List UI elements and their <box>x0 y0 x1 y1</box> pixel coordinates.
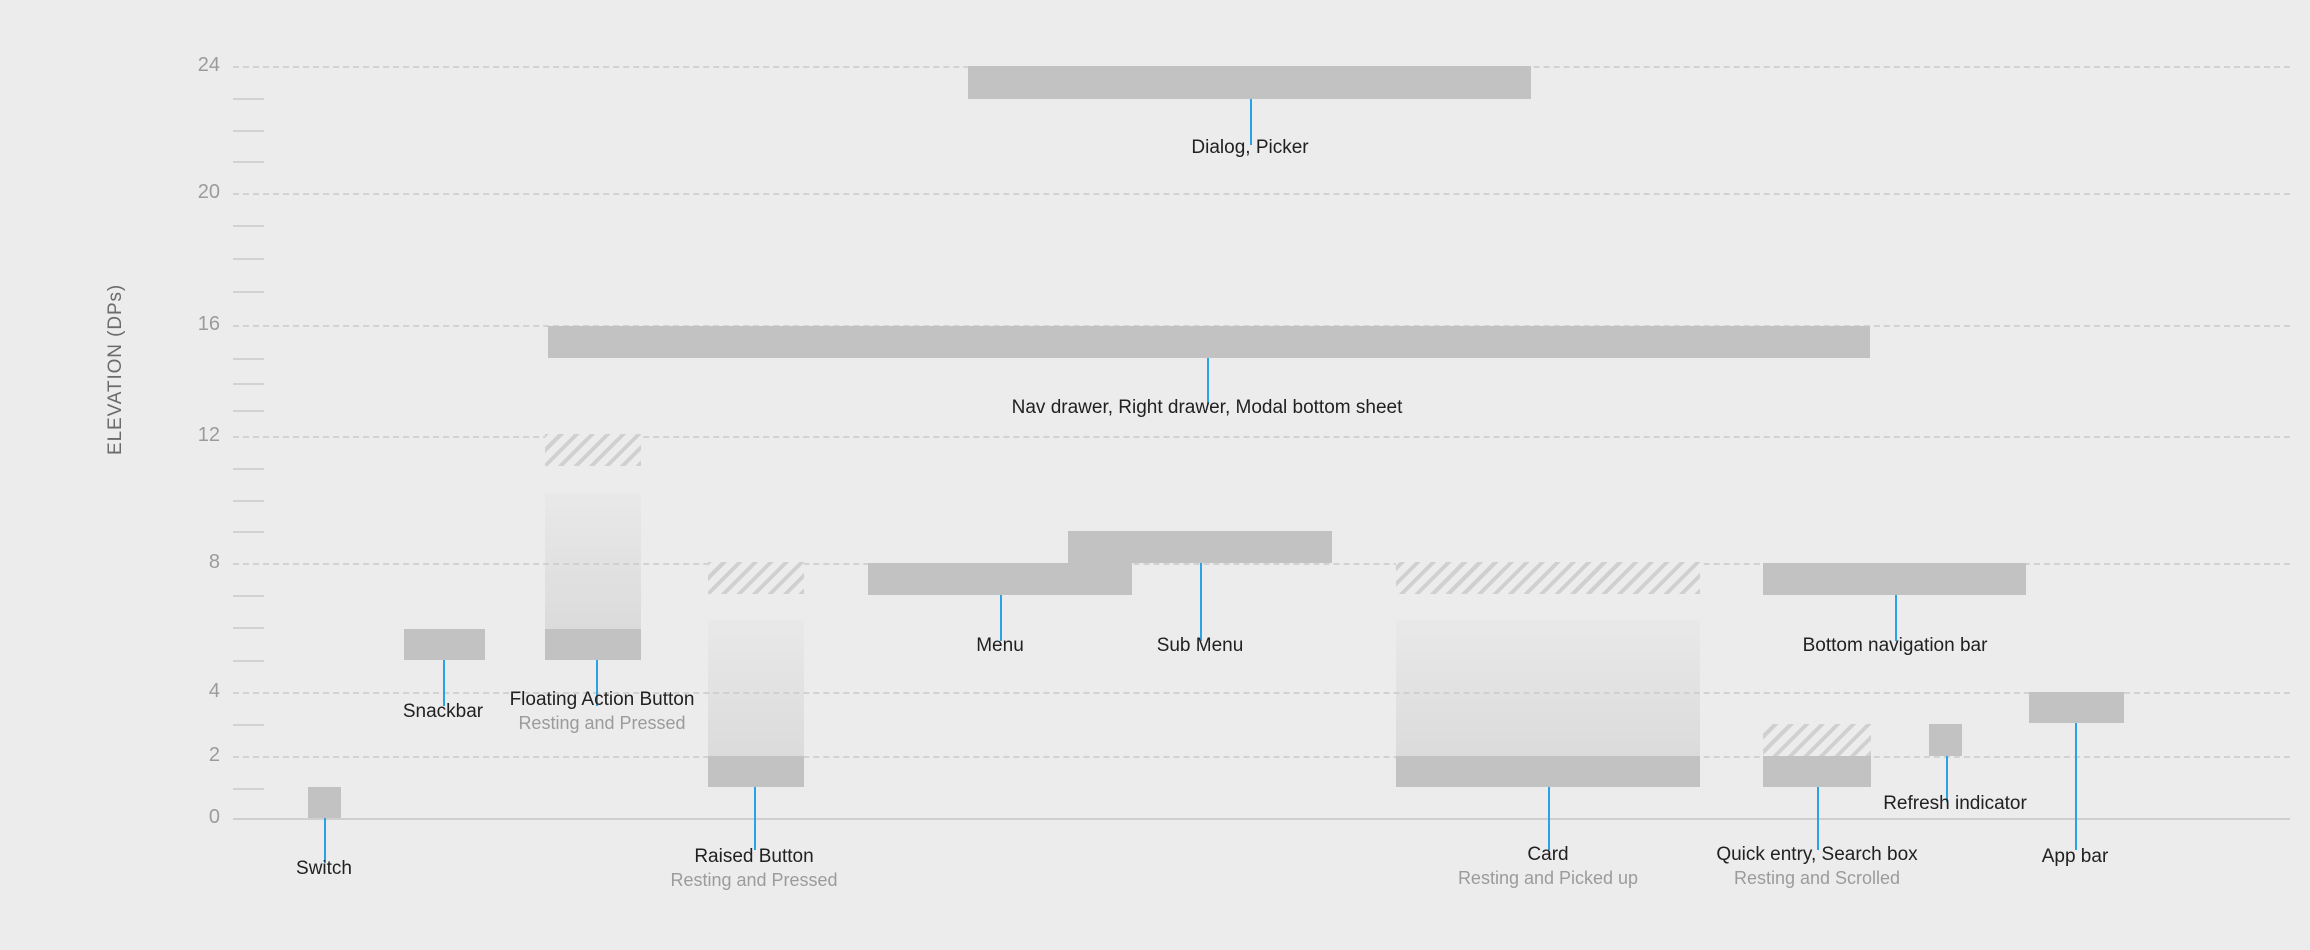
y-tick-label-0: 0 <box>208 806 220 828</box>
bar-quick-entry-resting[interactable] <box>1763 756 1871 787</box>
leader-snackbar <box>443 660 445 706</box>
leader-app-bar <box>2075 723 2077 850</box>
bar-dialog-picker[interactable] <box>968 66 1531 99</box>
tick-minor-3 <box>233 724 264 726</box>
annotation-refresh-indicator: Refresh indicator <box>1883 792 2027 816</box>
annotation-bottom-navigation-title: Bottom navigation bar <box>1802 635 1988 656</box>
annotation-quick-entry-sub: Resting and Scrolled <box>1733 868 1901 888</box>
bar-fab-pressed[interactable] <box>545 434 641 466</box>
y-axis-title: ELEVATION (DPs) <box>105 283 126 455</box>
annotation-snackbar: Snackbar <box>403 700 483 724</box>
tick-minor-10 <box>233 500 264 502</box>
tick-minor-1 <box>233 788 264 790</box>
bar-fab-resting[interactable] <box>545 629 641 660</box>
annotation-dialog-picker: Dialog, Picker <box>1191 136 1308 160</box>
annotation-quick-entry: Quick entry, Search box Resting and Scro… <box>1716 843 1917 890</box>
bar-snackbar[interactable] <box>404 629 485 660</box>
tick-minor-19 <box>233 225 264 227</box>
y-tick-label-20: 20 <box>197 181 220 203</box>
bar-nav-drawer[interactable] <box>548 326 1870 358</box>
annotation-menu: Menu <box>976 634 1024 658</box>
annotation-raised-button-sub: Resting and Pressed <box>670 870 838 890</box>
y-tick-label-4: 4 <box>208 680 220 702</box>
annotation-sub-menu: Sub Menu <box>1157 634 1244 658</box>
annotation-raised-button-title: Raised Button <box>694 846 814 867</box>
tick-minor-9 <box>233 531 264 533</box>
tick-minor-14 <box>233 383 264 385</box>
bar-quick-entry-scrolled[interactable] <box>1763 724 1871 756</box>
bar-raised-button-transition <box>708 620 804 756</box>
leader-dialog-picker <box>1250 99 1252 145</box>
tick-minor-18 <box>233 258 264 260</box>
bar-raised-button-pressed[interactable] <box>708 562 804 594</box>
tick-minor-21 <box>233 161 264 163</box>
annotation-app-bar: App bar <box>2042 845 2109 869</box>
annotation-card-sub: Resting and Picked up <box>1457 868 1639 888</box>
annotation-refresh-indicator-title: Refresh indicator <box>1883 793 2027 814</box>
annotation-nav-drawer: Nav drawer, Right drawer, Modal bottom s… <box>1012 396 1403 420</box>
annotation-card: Card Resting and Picked up <box>1458 843 1638 890</box>
bar-card-picked-up[interactable] <box>1396 562 1700 594</box>
annotation-switch-title: Switch <box>296 858 352 879</box>
y-tick-label-12: 12 <box>197 424 220 446</box>
annotation-app-bar-title: App bar <box>2041 846 2109 867</box>
annotation-raised-button: Raised Button Resting and Pressed <box>670 845 837 892</box>
gridline-2 <box>233 756 2290 758</box>
leader-nav-drawer <box>1207 358 1209 404</box>
annotation-sub-menu-title: Sub Menu <box>1156 635 1244 656</box>
leader-fab <box>596 660 598 706</box>
tick-minor-6 <box>233 627 264 629</box>
tick-minor-22 <box>233 130 264 132</box>
tick-minor-23 <box>233 98 264 100</box>
gridline-12 <box>233 436 2290 438</box>
leader-quick-entry <box>1817 787 1819 850</box>
annotation-quick-entry-title: Quick entry, Search box <box>1716 844 1918 865</box>
bar-refresh-indicator[interactable] <box>1929 724 1962 756</box>
bar-raised-button-resting[interactable] <box>708 756 804 787</box>
bar-app-bar[interactable] <box>2029 692 2124 723</box>
y-tick-label-8: 8 <box>208 551 220 573</box>
leader-bottom-navigation <box>1895 595 1897 641</box>
tick-minor-7 <box>233 595 264 597</box>
bar-sub-menu[interactable] <box>1068 531 1332 563</box>
annotation-fab-sub: Resting and Pressed <box>518 713 686 733</box>
tick-minor-5 <box>233 660 264 662</box>
leader-menu <box>1000 595 1002 641</box>
annotation-dialog-picker-title: Dialog, Picker <box>1191 137 1309 158</box>
bar-fab-transition <box>545 493 641 629</box>
annotation-bottom-navigation: Bottom navigation bar <box>1803 634 1988 658</box>
annotation-fab-title: Floating Action Button <box>509 689 695 710</box>
bar-switch[interactable] <box>308 787 341 818</box>
leader-sub-menu <box>1200 563 1202 641</box>
annotation-fab: Floating Action Button Resting and Press… <box>510 688 695 735</box>
leader-switch <box>324 818 326 863</box>
y-tick-label-24: 24 <box>197 54 220 76</box>
annotation-nav-drawer-title: Nav drawer, Right drawer, Modal bottom s… <box>1011 397 1403 418</box>
gridline-20 <box>233 193 2290 195</box>
bar-bottom-navigation[interactable] <box>1763 563 2026 595</box>
tick-minor-13 <box>233 410 264 412</box>
gridline-4 <box>233 692 2290 694</box>
tick-minor-11 <box>233 468 264 470</box>
gridline-0 <box>233 818 2290 820</box>
annotation-switch: Switch <box>296 857 352 881</box>
annotation-card-title: Card <box>1527 844 1569 865</box>
leader-refresh-indicator <box>1946 756 1948 802</box>
leader-card <box>1548 787 1550 850</box>
bar-card-transition <box>1396 620 1700 756</box>
gridline-8 <box>233 563 2290 565</box>
tick-minor-15 <box>233 358 264 360</box>
tick-minor-17 <box>233 291 264 293</box>
annotation-menu-title: Menu <box>976 635 1024 656</box>
bar-menu[interactable] <box>868 563 1132 595</box>
leader-raised-button <box>754 787 756 850</box>
y-tick-label-16: 16 <box>197 313 220 335</box>
y-tick-label-2: 2 <box>208 744 220 766</box>
bar-card-resting[interactable] <box>1396 756 1700 787</box>
annotation-snackbar-title: Snackbar <box>402 701 484 722</box>
